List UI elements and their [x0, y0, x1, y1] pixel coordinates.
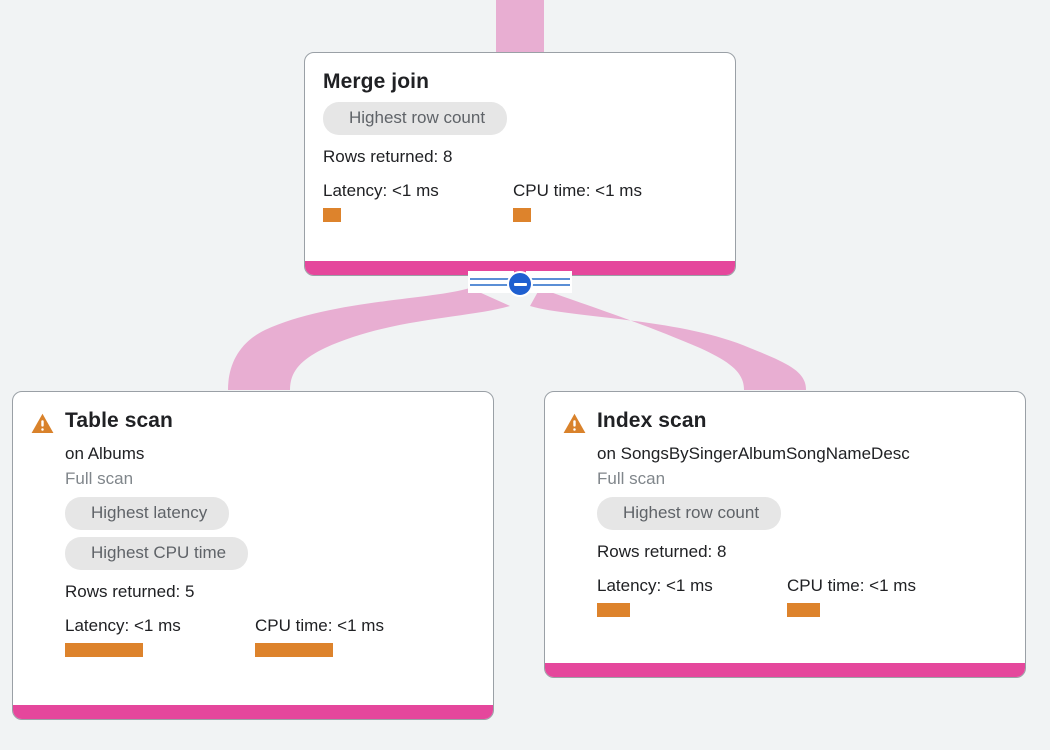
chip-highest-latency[interactable]: Highest latency	[65, 497, 230, 530]
chip-list: Highest latency Highest CPU time	[65, 497, 475, 570]
node-footer-bar	[13, 705, 493, 719]
metrics-row: Latency: <1 ms CPU time: <1 ms	[323, 180, 717, 222]
metric-latency: Latency: <1 ms	[65, 615, 255, 657]
rail-line	[528, 278, 570, 280]
warning-triangle-icon	[31, 413, 54, 433]
node-footer-bar	[305, 261, 735, 275]
rail-line	[470, 284, 512, 286]
metric-latency-bar	[323, 208, 341, 222]
node-title: Index scan	[597, 409, 707, 432]
metric-latency: Latency: <1 ms	[597, 575, 787, 617]
metric-cpu-time-label: CPU time: <1 ms	[787, 576, 916, 595]
node-card-merge-join[interactable]: Merge join Highest row count Rows return…	[304, 52, 736, 276]
node-scan-type: Full scan	[597, 469, 666, 488]
warning-icon-wrap	[31, 408, 65, 434]
metrics-row: Latency: <1 ms CPU time: <1 ms	[65, 615, 475, 657]
node-body: Index scan on SongsBySingerAlbumSongName…	[545, 392, 1025, 663]
rows-returned: Rows returned: 8	[597, 542, 727, 561]
metrics-row: Latency: <1 ms CPU time: <1 ms	[597, 575, 1007, 617]
node-scan-type: Full scan	[65, 469, 134, 488]
collapse-handle-group	[468, 271, 572, 297]
rows-returned: Rows returned: 5	[65, 582, 195, 601]
edge-incoming-top	[496, 0, 544, 54]
metric-latency-bar	[65, 643, 143, 657]
metric-cpu-time: CPU time: <1 ms	[255, 615, 384, 657]
chip-list: Highest row count	[323, 102, 717, 135]
metric-latency-label: Latency: <1 ms	[597, 576, 713, 595]
chip-list: Highest row count	[597, 497, 1007, 530]
node-title: Table scan	[65, 409, 173, 432]
warning-icon-wrap	[563, 408, 597, 434]
metric-latency-label: Latency: <1 ms	[323, 181, 439, 200]
metric-cpu-time-label: CPU time: <1 ms	[255, 616, 384, 635]
chip-highest-row-count[interactable]: Highest row count	[323, 102, 508, 135]
node-subtitle: on SongsBySingerAlbumSongNameDesc	[597, 444, 910, 463]
node-content: Index scan on SongsBySingerAlbumSongName…	[597, 408, 1007, 617]
node-card-index-scan[interactable]: Index scan on SongsBySingerAlbumSongName…	[544, 391, 1026, 678]
rail-line	[470, 278, 512, 280]
node-subtitle: on Albums	[65, 444, 145, 463]
node-content: Merge join Highest row count Rows return…	[323, 69, 717, 222]
metric-latency-bar	[597, 603, 630, 617]
metric-cpu-time-bar	[787, 603, 820, 617]
node-body: Merge join Highest row count Rows return…	[305, 53, 735, 261]
node-title: Merge join	[323, 70, 430, 93]
rail-line	[528, 284, 570, 286]
node-footer-bar	[545, 663, 1025, 677]
metric-latency-label: Latency: <1 ms	[65, 616, 181, 635]
node-card-table-scan[interactable]: Table scan on Albums Full scan Highest l…	[12, 391, 494, 720]
edge-merge-to-table-scan	[228, 288, 510, 390]
handle-rail-left	[468, 271, 514, 293]
chip-highest-row-count[interactable]: Highest row count	[597, 497, 782, 530]
minus-icon	[513, 282, 527, 286]
chip-highest-cpu-time[interactable]: Highest CPU time	[65, 537, 249, 570]
metric-latency: Latency: <1 ms	[323, 180, 513, 222]
edge-merge-to-index-scan	[530, 288, 806, 390]
node-content: Table scan on Albums Full scan Highest l…	[65, 408, 475, 657]
metric-cpu-time-bar	[255, 643, 333, 657]
node-body: Table scan on Albums Full scan Highest l…	[13, 392, 493, 705]
collapse-toggle-button[interactable]	[507, 271, 533, 297]
metric-cpu-time: CPU time: <1 ms	[513, 180, 642, 222]
metric-cpu-time: CPU time: <1 ms	[787, 575, 916, 617]
metric-cpu-time-bar	[513, 208, 531, 222]
handle-rail-right	[526, 271, 572, 293]
rows-returned: Rows returned: 8	[323, 147, 453, 166]
warning-triangle-icon	[563, 413, 586, 433]
metric-cpu-time-label: CPU time: <1 ms	[513, 181, 642, 200]
